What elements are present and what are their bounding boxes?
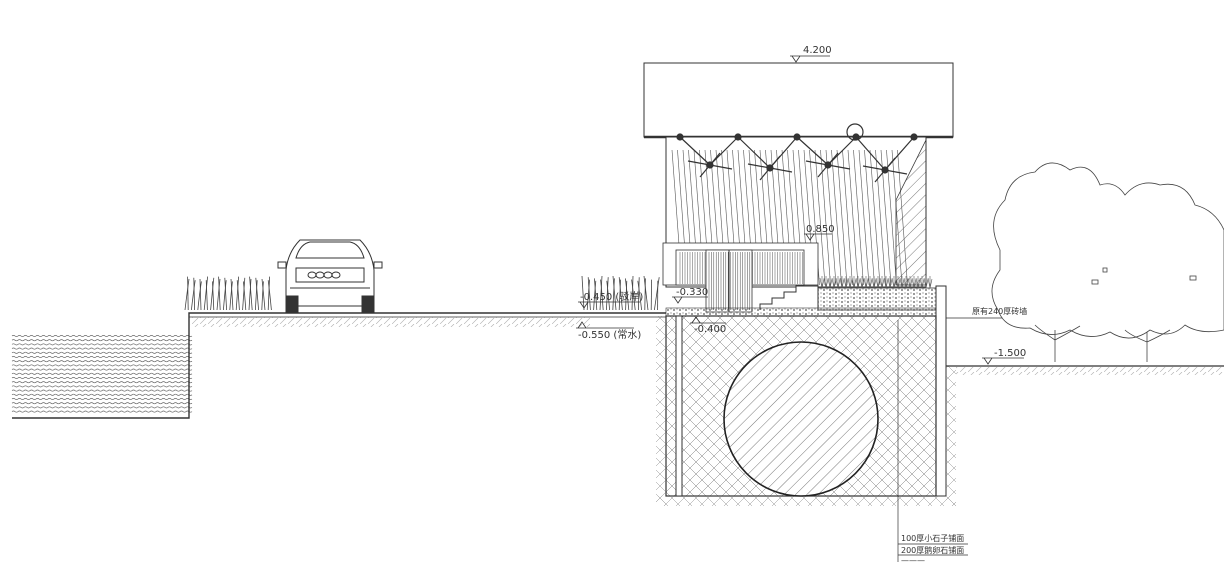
elevation-markers (576, 55, 1024, 365)
roof-truss (676, 123, 918, 183)
screen-panel (662, 242, 819, 313)
note-layer-2: 200厚鹅卵石铺面 (901, 545, 964, 555)
water-surface (11, 335, 193, 413)
elevation-path: -0.330 (676, 287, 708, 298)
elevation-base: -0.400 (694, 324, 726, 335)
car-icon (277, 239, 383, 313)
elevation-pond-edge: -0.450 (驳岸) (580, 291, 643, 303)
brick-wall (935, 285, 947, 497)
note-layer-3: ——— (901, 556, 925, 562)
gravel-edge (665, 307, 947, 317)
gravel-strip (817, 287, 937, 311)
elevation-water: -0.550 (常水) (578, 328, 641, 341)
stairs-icon (759, 285, 819, 310)
note-layer-1: 100厚小石子铺面 (901, 533, 964, 543)
pond-outline (12, 312, 666, 419)
right-ground (946, 365, 1224, 375)
elevation-interior: 0.850 (806, 224, 835, 235)
reed-grass-icon (184, 276, 272, 311)
reed-grass-icon (581, 275, 660, 311)
planting-tufts (819, 276, 933, 289)
culvert-circle (723, 341, 879, 497)
pavilion-roof (643, 62, 954, 139)
note-wall: 原有240厚砖墙 (972, 306, 1027, 316)
elevation-roof-top: 4.200 (803, 45, 832, 56)
ground-hatch-left (190, 317, 590, 327)
elevation-right-ground: -1.500 (994, 348, 1026, 359)
tree-icon (991, 162, 1224, 362)
